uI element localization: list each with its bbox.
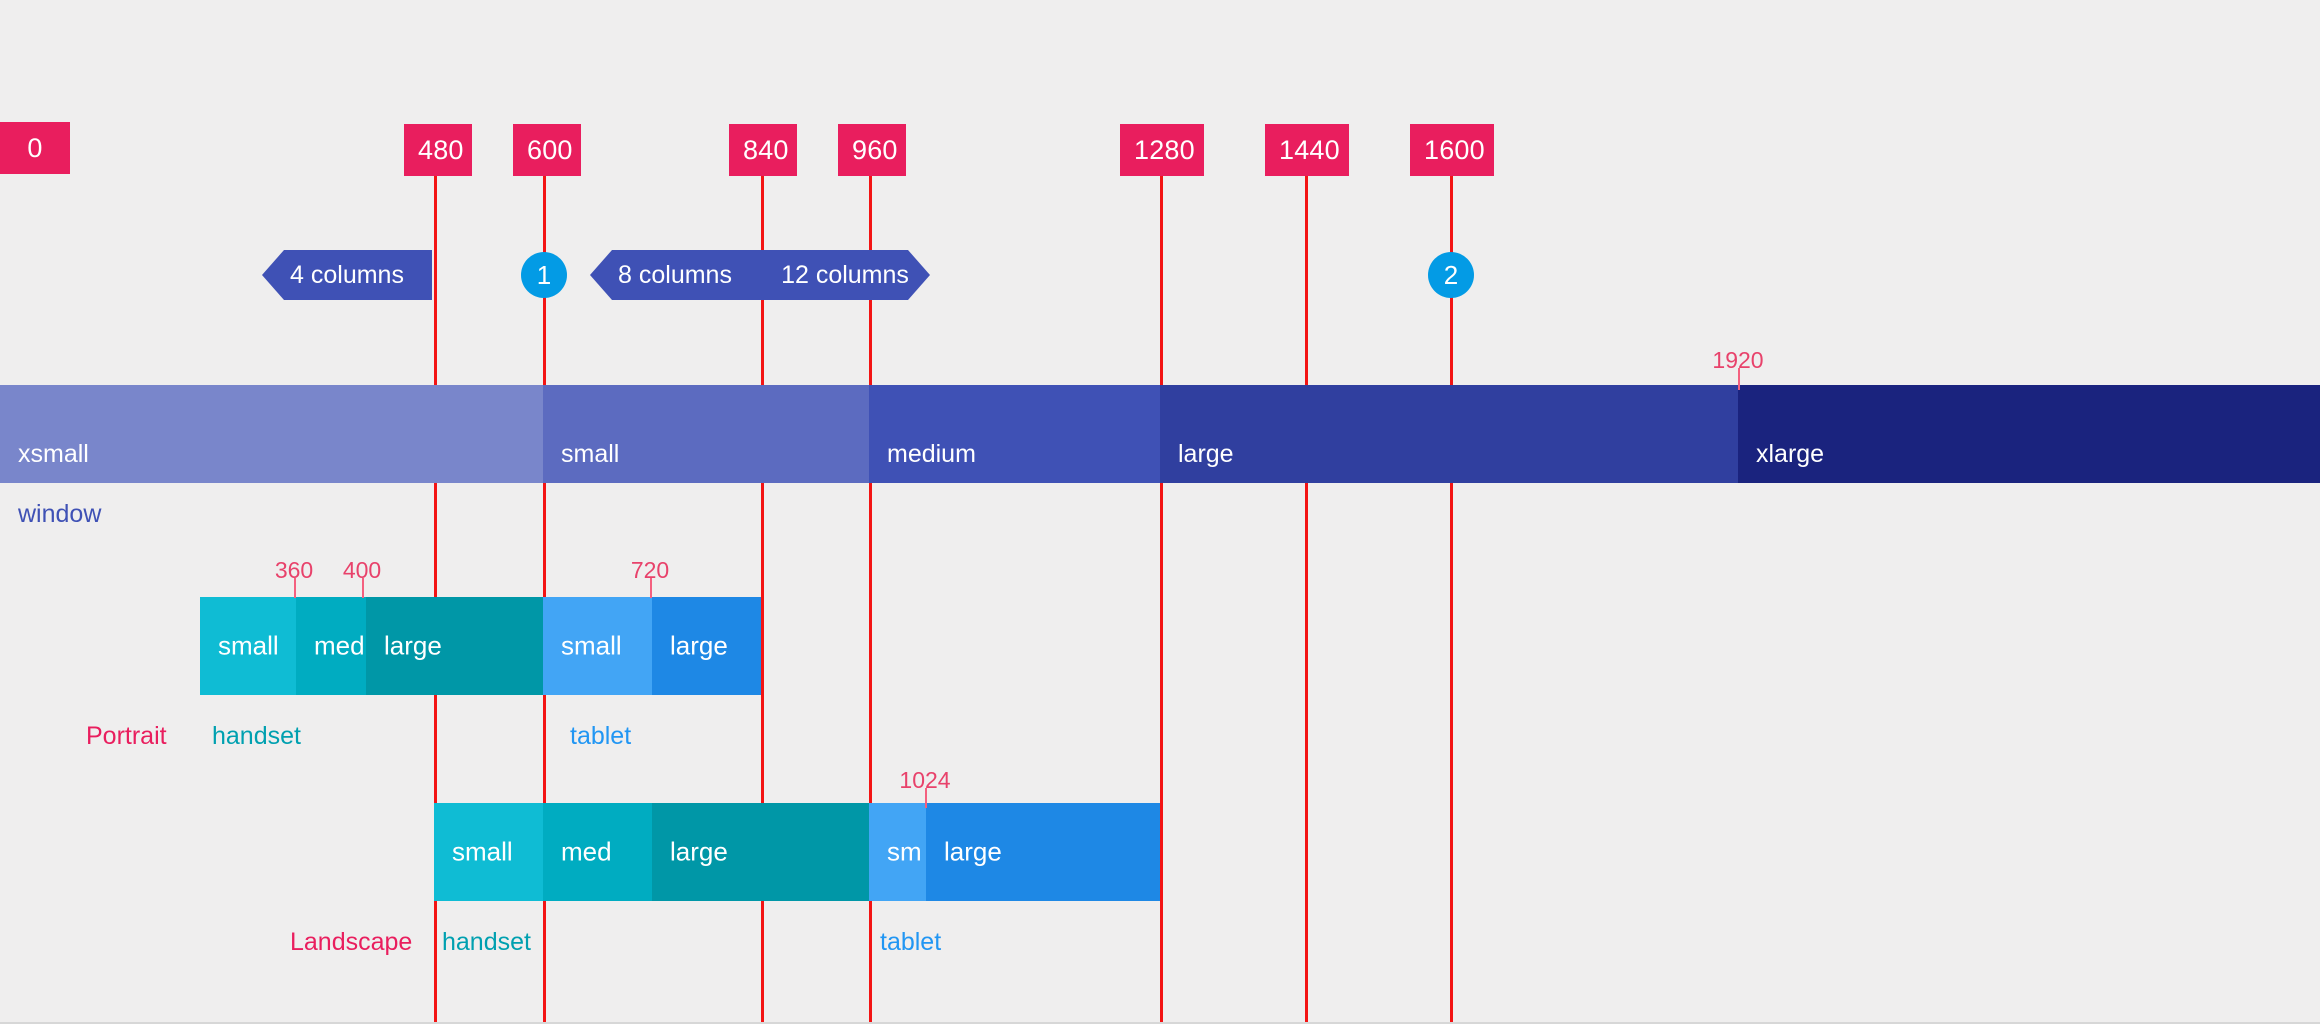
orientation-label-landscape: Landscape <box>290 928 413 956</box>
device-segment-label-small: small <box>561 630 622 661</box>
window-class-label-xlarge: xlarge <box>1756 440 1825 468</box>
breakpoint-line-480 <box>434 170 437 1022</box>
chevron-group-8-12-columns: 8 columns 12 columns <box>590 250 930 300</box>
tick-mark-1920 <box>1738 368 1740 390</box>
breakpoint-chip-1600[interactable]: 1600 <box>1410 124 1494 176</box>
breakpoint-chip-1280[interactable]: 1280 <box>1120 124 1204 176</box>
orientation-label-portrait: Portrait <box>86 722 167 750</box>
device-bar-landscape-handset: small med large <box>0 803 2320 901</box>
device-segment-tablet-small: small <box>543 597 652 695</box>
breakpoint-line-1600 <box>1450 170 1453 1022</box>
window-class-large: large <box>1160 385 1738 483</box>
breakpoint-line-840 <box>761 170 764 1022</box>
chevron-12-columns: 12 columns <box>760 250 930 300</box>
device-segment-handset-med: med <box>543 803 652 901</box>
breakpoint-chip-480[interactable]: 480 <box>404 124 472 176</box>
device-bar-portrait-handset: small med large <box>0 597 2320 695</box>
tick-mark-360 <box>294 578 296 598</box>
device-segment-handset-small: small <box>434 803 543 901</box>
window-class-xlarge: xlarge <box>1738 385 2320 483</box>
device-segment-label-med: med <box>561 836 612 867</box>
device-segment-label-small: small <box>452 836 513 867</box>
number-badge-1[interactable]: 1 <box>521 252 567 298</box>
breakpoint-line-600 <box>543 170 546 1022</box>
device-bar-portrait-tablet: small large <box>0 597 2320 695</box>
device-segment-label-med: med <box>314 630 365 661</box>
bottom-edge-divider <box>0 1022 2320 1024</box>
breakpoint-chip-840[interactable]: 840 <box>729 124 797 176</box>
tick-mark-720 <box>650 578 652 598</box>
window-class-xsmall: xsmall <box>0 385 543 483</box>
breakpoint-line-960 <box>869 170 872 1022</box>
window-caption: window <box>18 500 102 528</box>
breakpoint-line-1280 <box>1160 170 1163 1022</box>
breakpoint-chip-1440[interactable]: 1440 <box>1265 124 1349 176</box>
device-segment-label-large: large <box>670 630 728 661</box>
device-segment-handset-small: small <box>200 597 296 695</box>
window-class-label-large: large <box>1178 440 1234 468</box>
device-segment-handset-large: large <box>366 597 543 695</box>
window-class-label-small: small <box>561 440 620 468</box>
window-class-small: small <box>543 385 869 483</box>
tick-mark-1024 <box>925 788 927 808</box>
tick-mark-400 <box>362 578 364 598</box>
breakpoint-line-1440 <box>1305 170 1308 1022</box>
breakpoint-chip-0[interactable]: 0 <box>0 122 70 174</box>
window-class-label-xsmall: xsmall <box>18 440 89 468</box>
chevron-8-columns: 8 columns <box>590 250 760 300</box>
device-segment-label-large: large <box>384 630 442 661</box>
device-segment-label-large: large <box>670 836 728 867</box>
device-segment-label-large: large <box>944 836 1002 867</box>
device-type-label-portrait-tablet: tablet <box>570 722 632 750</box>
number-badge-2[interactable]: 2 <box>1428 252 1474 298</box>
device-segment-tablet-large: large <box>652 597 761 695</box>
window-class-medium: medium <box>869 385 1160 483</box>
device-type-label-landscape-handset: handset <box>442 928 531 956</box>
device-segment-handset-med: med <box>296 597 366 695</box>
breakpoint-chip-960[interactable]: 960 <box>838 124 906 176</box>
device-segment-tablet-sm: sm <box>869 803 926 901</box>
device-segment-label-sm: sm <box>887 836 922 867</box>
window-size-class-band: xsmall small medium large xlarge <box>0 385 2320 483</box>
window-class-label-medium: medium <box>887 440 976 468</box>
breakpoint-chip-600[interactable]: 600 <box>513 124 581 176</box>
device-segment-tablet-large: large <box>926 803 1160 901</box>
device-type-label-landscape-tablet: tablet <box>880 928 942 956</box>
chevron-4-columns: 4 columns <box>262 250 432 300</box>
device-segment-label-small: small <box>218 630 279 661</box>
device-segment-handset-large: large <box>652 803 869 901</box>
device-type-label-portrait-handset: handset <box>212 722 301 750</box>
